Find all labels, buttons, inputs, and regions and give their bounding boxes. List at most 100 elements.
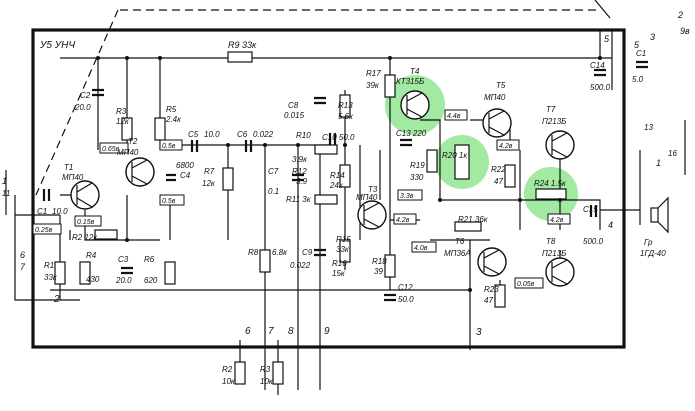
label-r19: R19 xyxy=(410,161,425,170)
voltage-2: 0.5в xyxy=(162,198,176,205)
label-c3-value: 20.0 xyxy=(115,276,132,285)
label-c12: C12 xyxy=(398,283,413,292)
label-r18-value: 39 xyxy=(374,267,383,276)
voltage-box-8 xyxy=(444,109,468,121)
label-t5-type: МП40 xyxy=(484,93,506,102)
label-r14-value: 24к xyxy=(329,181,344,190)
pin-4: 4 xyxy=(608,220,613,230)
resistor-r21 xyxy=(454,221,482,232)
label-r3-ext: R3 xyxy=(260,365,271,374)
label-t7-type: П213Б xyxy=(542,117,566,126)
voltage-box-7 xyxy=(393,213,417,225)
label-c14: C14 xyxy=(590,61,605,70)
label-c5: C5 xyxy=(188,130,199,139)
label-c1-ext: C1 xyxy=(636,49,646,58)
label-t3-type: МП40 xyxy=(356,193,378,202)
capacitor-c2 xyxy=(92,88,104,97)
voltage-box-2 xyxy=(159,194,185,206)
voltage-box-12 xyxy=(514,277,544,289)
ext-mark-1: 2 xyxy=(677,10,683,20)
voltage-6: 3.3в xyxy=(400,193,414,200)
voltage-9: 4.2в xyxy=(499,143,513,150)
capacitor-c1 xyxy=(42,189,51,201)
pin-13: 13 xyxy=(644,123,653,132)
label-c7: C7 xyxy=(268,167,279,176)
ext-mark-6: 6 xyxy=(20,250,25,260)
wires-bottom xyxy=(239,330,471,395)
label-c9: C9 xyxy=(302,248,313,257)
label-r20: R20 1к xyxy=(442,151,468,160)
dashed-link xyxy=(35,9,600,196)
label-r6: R6 xyxy=(144,255,155,264)
ext-mark-2: 3 xyxy=(650,32,655,42)
capacitor-c9 xyxy=(314,248,326,257)
label-r22-value: 47 xyxy=(494,177,503,186)
resistor-r11 xyxy=(314,194,338,205)
pin-2: 2 xyxy=(53,294,60,305)
transistor-t6 xyxy=(477,247,507,277)
capacitor-c10 xyxy=(328,133,337,145)
capacitor-c3 xyxy=(121,266,133,275)
capacitor-c1-ext xyxy=(636,60,648,69)
transistor-t5 xyxy=(482,108,512,138)
pin-5: 5 xyxy=(604,34,610,44)
transistor-t1 xyxy=(70,180,100,210)
label-r5: R5 xyxy=(166,105,177,114)
voltage-7: 4.2в xyxy=(396,217,410,224)
voltage-box-4 xyxy=(74,215,102,227)
label-r9: R9 33к xyxy=(228,40,257,50)
ext-mark-7: 7 xyxy=(20,262,26,272)
label-r13-value: 5.6к xyxy=(338,112,354,121)
junction-dots xyxy=(96,56,602,292)
label-c10: C10 50.0 xyxy=(322,133,355,142)
label-r12: R12 xyxy=(292,167,307,176)
label-c4-value: 6800 xyxy=(176,161,194,170)
label-t6-type: МП36А xyxy=(444,249,471,258)
pin-16: 16 xyxy=(668,149,677,158)
capacitor-c4 xyxy=(166,173,176,182)
label-c6-value: 0.022 xyxy=(253,130,274,139)
resistor-r5 xyxy=(154,117,166,141)
ext-mark-3: 9в xyxy=(680,26,690,36)
label-r7: R7 xyxy=(204,167,215,176)
rail-right xyxy=(599,30,613,90)
label-r19-value: 330 xyxy=(410,173,424,182)
capacitor-c6 xyxy=(244,140,253,152)
label-r8-value: 6.8к xyxy=(272,248,288,257)
capacitor-c8 xyxy=(314,96,326,105)
label-c8-value: 0.015 xyxy=(284,111,305,120)
capacitor-c7 xyxy=(292,173,304,182)
external-connectors xyxy=(5,0,686,215)
label-c8: C8 xyxy=(288,101,299,110)
label-r3-ext-value: 10к xyxy=(260,377,274,386)
pin-6: 6 xyxy=(245,326,251,337)
label-r1-value: 33к xyxy=(44,273,58,282)
voltage-1: 0.65в xyxy=(102,146,120,153)
label-r6-value: 620 xyxy=(144,276,158,285)
label-r10-value: 3.9к xyxy=(292,155,308,164)
label-r2-ext: R2 xyxy=(222,365,233,374)
resistor-r1 xyxy=(54,261,66,285)
resistor-r2 xyxy=(94,229,118,240)
resistor-r6 xyxy=(164,261,176,285)
resistor-r15 xyxy=(339,239,351,263)
pin-8: 8 xyxy=(288,326,294,337)
voltage-12: 0.05в xyxy=(517,281,535,288)
label-r4-value: 430 xyxy=(86,275,100,284)
label-t6: T6 xyxy=(455,237,465,246)
resistor-r19 xyxy=(426,149,438,173)
voltage-11: 4.0в xyxy=(414,245,428,252)
label-r5-value: 2.4к xyxy=(165,115,182,124)
label-r13: R13 xyxy=(338,101,353,110)
voltage-3: 0.5в xyxy=(162,143,176,150)
label-t5: T5 xyxy=(496,81,506,90)
label-r2-ext-value: 10к xyxy=(222,377,236,386)
resistor-r17 xyxy=(384,74,396,98)
voltage-5: 0.25в xyxy=(35,227,53,234)
voltage-box-1 xyxy=(99,142,129,154)
resistor-r23 xyxy=(494,284,506,308)
pin-11: 11 xyxy=(2,189,10,198)
label-c14-value: 500.0 xyxy=(590,83,611,92)
voltage-box-5 xyxy=(32,223,62,235)
